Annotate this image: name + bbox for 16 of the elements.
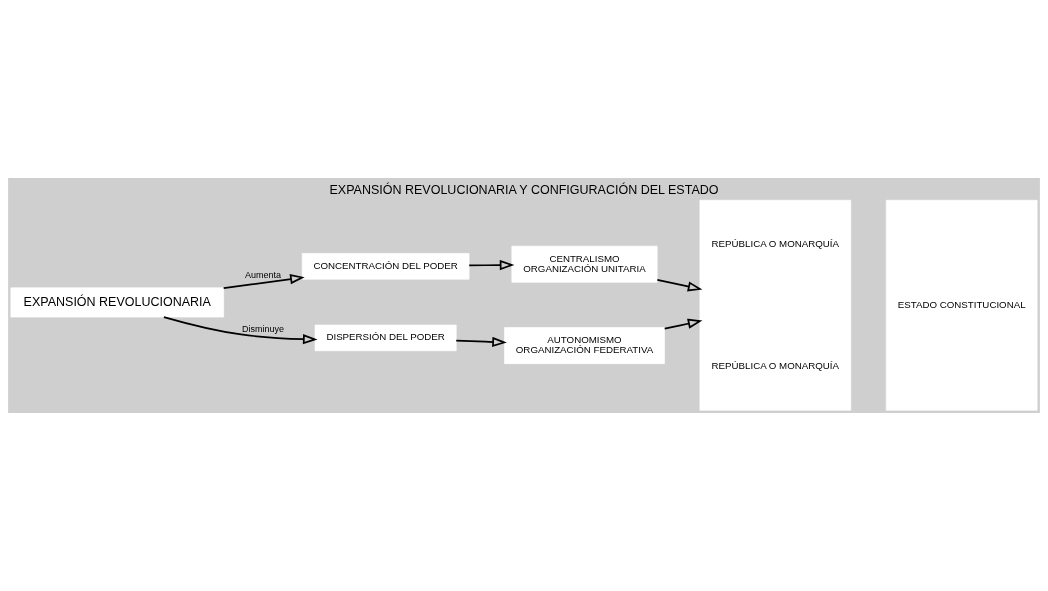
arrow bbox=[663, 318, 703, 330]
arrow bbox=[163, 316, 318, 345]
arrow bbox=[455, 336, 507, 348]
node-box: CENTRALISMO ORGANIZACIÓN UNITARIA bbox=[511, 245, 658, 283]
node-box: DISPERSIÓN DEL PODER bbox=[314, 324, 457, 352]
node-box: REPÚBLICA O MONARQUÍA REPÚBLICA O MONARQUÍA bbox=[699, 199, 852, 411]
diagram-title: EXPANSIÓN REVOLUCIONARIA Y CONFIGURACIÓN DEL ESTADO bbox=[329, 182, 719, 197]
arrow bbox=[468, 260, 515, 271]
node-box: ESTADO CONSTITUCIONAL bbox=[885, 199, 1038, 411]
node-box: EXPANSIÓN REVOLUCIONARIA bbox=[10, 287, 224, 318]
edge-label: Disminuye bbox=[241, 323, 284, 334]
arrow bbox=[222, 274, 305, 289]
node-box: CONCENTRACIÓN DEL PODER bbox=[301, 253, 470, 280]
arrow bbox=[656, 278, 703, 292]
node-box: AUTONOMISMO ORGANIZACIÓN FEDERATIVA bbox=[504, 327, 665, 364]
edge-label: Aumenta bbox=[244, 269, 281, 280]
